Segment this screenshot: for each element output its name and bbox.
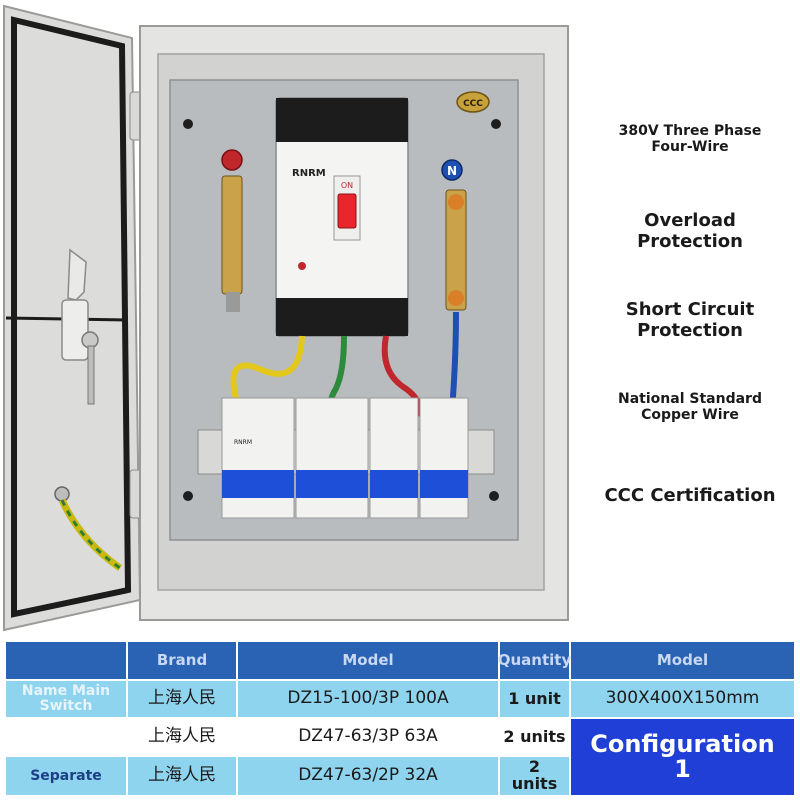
feature-ccc: CCC Certification	[580, 485, 800, 507]
header-name	[6, 642, 126, 679]
door-ground-wire	[54, 486, 123, 571]
ccc-mark-icon: CCC	[456, 91, 490, 113]
table-row-quantity: 2 units	[500, 757, 569, 795]
feature-line: Short Circuit	[625, 299, 755, 320]
header-brand: Brand	[128, 642, 236, 679]
table-row-brand: 上海人民	[128, 757, 236, 795]
table-row-quantity: 2 units	[500, 719, 569, 755]
distribution-box-photo: CCC N RNRM ON	[3, 4, 569, 632]
breaker-logo-text: RNRM	[292, 168, 326, 179]
table-row-model: DZ15-100/3P 100A	[238, 681, 498, 717]
spec-table: Brand Model Quantity Model Name Main Swi…	[0, 640, 800, 800]
ground-terminal-bar	[221, 149, 243, 312]
main-breaker: RNRM ON	[275, 97, 409, 337]
table-row-size: 300X400X150mm	[571, 681, 794, 717]
header-size-model: Model	[571, 642, 794, 679]
ccc-mark-text: CCC	[463, 99, 483, 109]
neutral-terminal-bar: N	[441, 159, 467, 311]
configuration-badge: Configuration 1	[571, 719, 794, 795]
feature-three-phase: 380V Three Phase Four-Wire	[580, 123, 800, 155]
feature-copper-wire: National Standard Copper Wire	[580, 391, 800, 423]
feature-line: Protection	[637, 319, 743, 341]
breaker-on-text: ON	[341, 181, 353, 190]
table-row-name: Name Main Switch	[6, 681, 126, 717]
feature-short-circuit: Short Circuit Protection	[580, 299, 800, 341]
header-model: Model	[238, 642, 498, 679]
table-row-brand: 上海人民	[128, 719, 236, 755]
mcb-row: RNRM	[221, 397, 469, 519]
mounting-screws	[183, 119, 501, 501]
table-row-model: DZ47-63/2P 32A	[238, 757, 498, 795]
table-row-quantity: 1 unit	[500, 681, 569, 717]
door-handle[interactable]	[61, 248, 89, 361]
feature-line: Four-Wire	[651, 139, 729, 156]
configuration-number: 1	[674, 755, 691, 783]
table-row-model: DZ47-63/3P 63A	[238, 719, 498, 755]
feature-line: Protection	[637, 230, 743, 252]
feature-overload: Overload Protection	[580, 210, 800, 252]
feature-line: CCC Certification	[604, 485, 776, 506]
neutral-symbol-text: N	[447, 164, 457, 178]
header-quantity: Quantity	[498, 642, 571, 679]
feature-line: 380V Three Phase	[618, 123, 762, 139]
table-row-brand: 上海人民	[128, 681, 236, 717]
key-icon	[81, 331, 99, 405]
breaker-toggle[interactable]	[337, 193, 357, 229]
table-row-name: Separate	[6, 757, 126, 795]
configuration-label: Configuration	[590, 729, 775, 758]
feature-line: Overload	[644, 210, 736, 231]
feature-line: National Standard	[618, 391, 762, 407]
table-row-name	[6, 719, 126, 755]
mcb-brand-text: RNRM	[234, 439, 252, 446]
feature-line: Copper Wire	[641, 407, 739, 424]
